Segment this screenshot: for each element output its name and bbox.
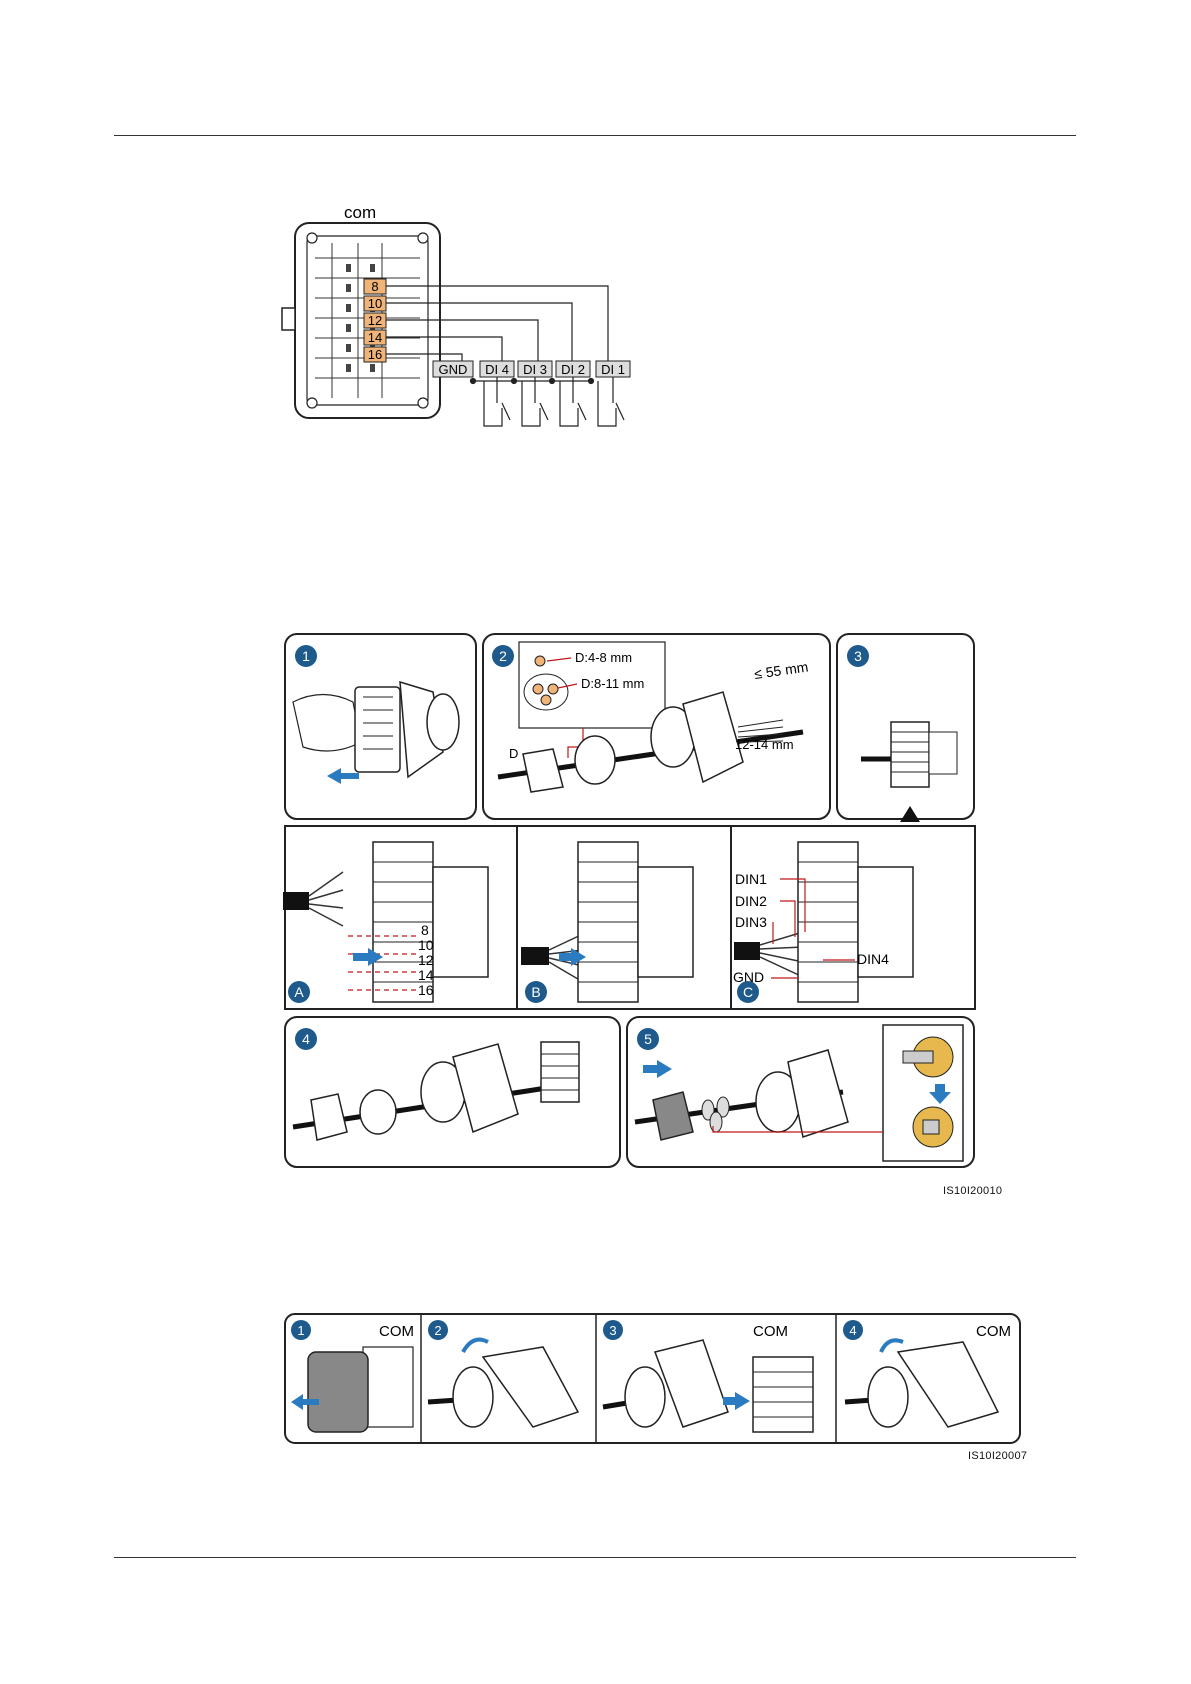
terminal-blocks: GND DI 4 DI 3 DI 2 DI 1 <box>433 361 630 377</box>
step-3-number: 3 <box>854 648 862 664</box>
figure-id-install: IS10I20007 <box>968 1450 1027 1462</box>
com-label: COM <box>753 1323 788 1340</box>
pin-8: 8 <box>371 279 378 294</box>
step-5-panel: 5 <box>627 1017 974 1167</box>
pin-14: 14 <box>368 330 382 345</box>
pin-10: 10 <box>368 296 382 311</box>
terminal-di4: DI 4 <box>485 362 509 377</box>
com-port <box>753 1357 813 1432</box>
di-wiring-diagram: com 8 10 12 14 16 GND <box>270 198 690 473</box>
switch-contacts <box>471 377 625 426</box>
step-2-number: 2 <box>499 648 507 664</box>
install-step-1-number: 1 <box>297 1323 304 1338</box>
com-label: COM <box>379 1323 414 1340</box>
pin-8-label: 8 <box>421 922 429 938</box>
install-step-3-number: 3 <box>609 1323 616 1338</box>
figure-id-assembly: IS10I20010 <box>943 1185 1002 1197</box>
diameter-label: D <box>509 746 518 761</box>
din2-label: DIN2 <box>735 893 767 909</box>
step-4-number: 4 <box>302 1031 310 1047</box>
seal-small-label: D:4-8 mm <box>575 650 632 665</box>
step-4-panel: 4 <box>285 1017 620 1167</box>
footer-rule <box>114 1557 1076 1558</box>
connector-assembly-figure: 1 2 D:4-8 mm D:8-11 mm D ≤ 55 mm 12-14 m… <box>283 632 1023 1192</box>
pin-12-label: 12 <box>418 952 434 968</box>
din4-label: DIN4 <box>857 951 889 967</box>
pin-10-label: 10 <box>418 937 434 953</box>
install-step-4-number: 4 <box>849 1323 856 1338</box>
pin-16-label: 16 <box>418 982 434 998</box>
terminal-di3: DI 3 <box>523 362 547 377</box>
com-label: COM <box>976 1323 1011 1340</box>
hand-illustration <box>293 695 361 752</box>
substep-b-label: B <box>531 984 540 1000</box>
step-5-number: 5 <box>644 1031 652 1047</box>
com-port-label: com <box>344 203 376 222</box>
terminal-di1: DI 1 <box>601 362 625 377</box>
strip-end-label: 12-14 mm <box>735 737 794 752</box>
din1-label: DIN1 <box>735 871 767 887</box>
pin-labels: 8 10 12 14 16 <box>364 279 386 362</box>
dust-cap <box>308 1352 368 1432</box>
com-install-figure: 1 COM 2 3 COM 4 COM <box>283 1312 1023 1447</box>
pin-12: 12 <box>368 313 382 328</box>
header-rule <box>114 135 1076 136</box>
din3-label: DIN3 <box>735 914 767 930</box>
substep-a-label: A <box>294 984 304 1000</box>
install-step-2-number: 2 <box>434 1323 441 1338</box>
seal-large-label: D:8-11 mm <box>581 676 644 691</box>
seal-illustration <box>575 736 615 784</box>
step-1-panel: 1 <box>285 634 476 819</box>
pin-16: 16 <box>368 347 382 362</box>
pin-14-label: 14 <box>418 967 434 983</box>
step-1-number: 1 <box>302 648 310 664</box>
substep-c-label: C <box>743 984 753 1000</box>
step-3-panel: 3 <box>837 634 974 822</box>
step-2-panel: 2 D:4-8 mm D:8-11 mm D ≤ 55 mm 12-14 mm <box>483 634 830 819</box>
terminal-gnd: GND <box>439 362 468 377</box>
terminal-di2: DI 2 <box>561 362 585 377</box>
